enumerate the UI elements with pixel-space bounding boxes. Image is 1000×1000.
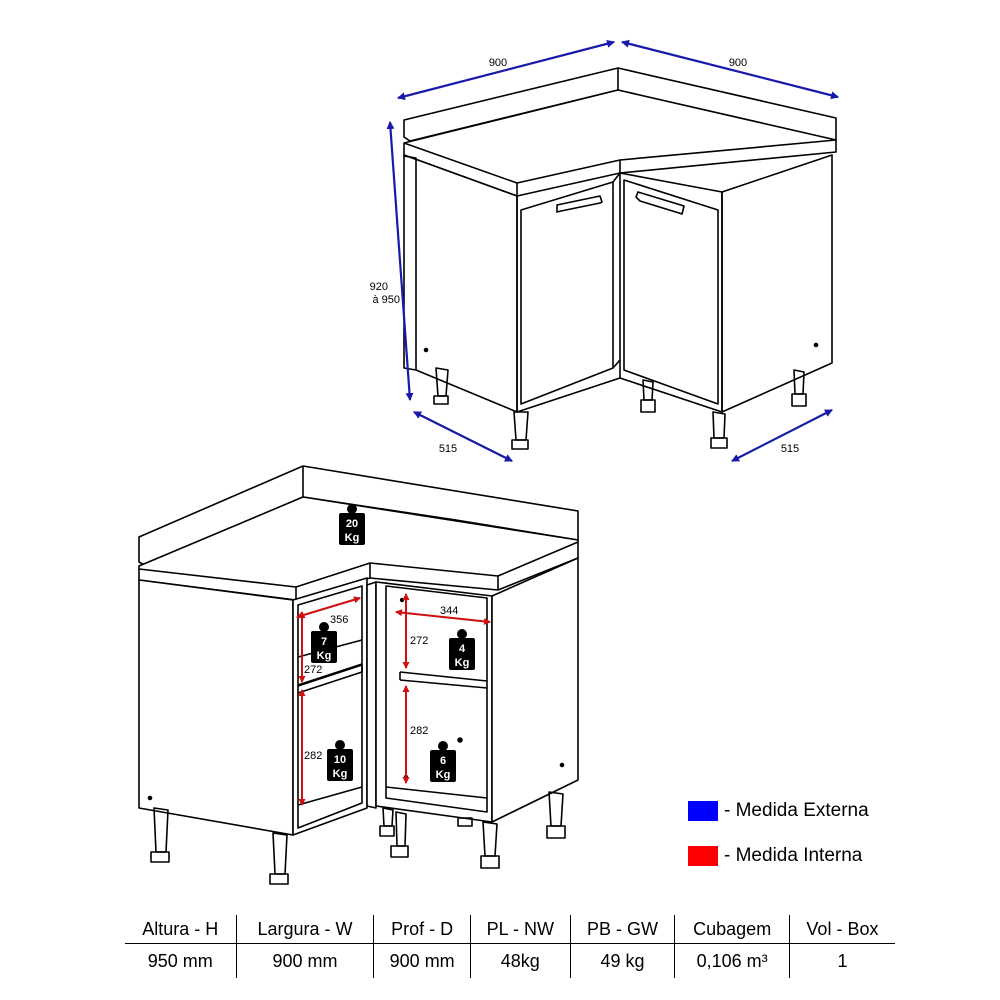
open-legs	[150, 791, 566, 885]
legend-swatch-blue	[688, 801, 718, 821]
badge-right-upper-unit: Kg	[455, 657, 470, 669]
spec-header: Vol - Box	[788, 915, 895, 944]
dim-right-lower-height: 282	[410, 725, 428, 737]
dim-height-line1: 920	[370, 281, 388, 293]
dim-left-lower-height: 282	[304, 750, 322, 762]
badge-right-lower-value: 6	[440, 755, 446, 767]
badge-top-unit: Kg	[345, 532, 360, 544]
badge-left-lower-unit: Kg	[333, 768, 348, 780]
left-door	[520, 181, 614, 405]
specs-table: Altura - H Largura - W Prof - D PL - NW …	[125, 915, 895, 978]
legend-internal: - Medida Interna	[688, 845, 862, 867]
right-side-panel	[721, 154, 833, 413]
spec-value: 0,106 m³	[674, 943, 790, 978]
right-handle	[635, 191, 685, 215]
left-handle	[556, 195, 603, 213]
legend-external: - Medida Externa	[688, 800, 869, 822]
spec-header: Largura - W	[235, 915, 374, 944]
dim-depth-right: 515	[781, 443, 799, 455]
weight-icon-top: 20 Kg	[339, 504, 365, 545]
dim-right-upper-height: 272	[410, 635, 428, 647]
dim-left-upper-height: 272	[304, 664, 322, 676]
load-badges: 20 Kg 7 Kg 10 Kg 4 Kg 6 Kg	[311, 504, 475, 782]
closed-cabinet-view	[403, 67, 837, 450]
spec-value: 49 kg	[569, 943, 675, 978]
specs-header-row: Altura - H Largura - W Prof - D PL - NW …	[125, 915, 895, 944]
weight-icon-left-upper: 7 Kg	[311, 622, 337, 663]
dim-height-line2: à 950	[372, 294, 400, 306]
legs	[433, 367, 807, 450]
legend-swatch-red	[688, 846, 718, 866]
dim-depth-left: 515	[439, 443, 457, 455]
weight-icon-right-upper: 4 Kg	[449, 629, 475, 670]
open-left-side	[138, 579, 294, 836]
open-right-side	[491, 557, 579, 823]
open-door	[366, 581, 377, 809]
spec-header: Prof - D	[373, 915, 471, 944]
weight-icon-right-lower: 6 Kg	[430, 741, 456, 782]
internal-dimension-lines	[296, 593, 491, 806]
spec-value: 950 mm	[147, 950, 213, 971]
open-cabinet-view	[138, 465, 579, 885]
external-dimension-labels: 900 900 920 à 950 515 515	[370, 57, 800, 455]
spec-header: Cubagem	[674, 915, 790, 944]
external-dimension-lines	[386, 39, 839, 462]
spec-header: PB - GW	[569, 915, 675, 944]
badge-left-upper-value: 7	[321, 636, 327, 648]
specs-value-row: 950 mm 900 mm 900 mm 48kg 49 kg 0,106 m³…	[125, 943, 895, 978]
spec-value: 1	[788, 943, 895, 978]
legend-internal-label: - Medida Interna	[724, 845, 863, 866]
left-side-panel	[403, 154, 518, 413]
spec-header: Altura - H	[125, 915, 237, 944]
spec-value: 900 mm	[373, 943, 471, 978]
spec-header: PL - NW	[469, 915, 571, 944]
badge-right-lower-unit: Kg	[436, 769, 451, 781]
dim-right-shelf-width: 344	[440, 605, 458, 617]
badge-left-upper-unit: Kg	[317, 650, 332, 662]
spec-value: 900 mm	[235, 943, 374, 978]
weight-icon-left-lower: 10 Kg	[327, 740, 353, 781]
right-compartment	[375, 581, 493, 823]
spec-value: 48kg	[469, 943, 571, 978]
dim-width-left: 900	[489, 57, 507, 69]
legend-external-label: - Medida Externa	[724, 800, 869, 821]
dim-left-shelf-depth: 356	[330, 614, 348, 626]
badge-left-lower-value: 10	[334, 754, 346, 766]
badge-top-value: 20	[346, 518, 358, 530]
dim-width-right: 900	[729, 57, 747, 69]
right-door	[623, 179, 719, 405]
badge-right-upper-value: 4	[459, 643, 466, 655]
internal-dimension-labels: 356 272 282 344 272 282	[304, 605, 458, 762]
